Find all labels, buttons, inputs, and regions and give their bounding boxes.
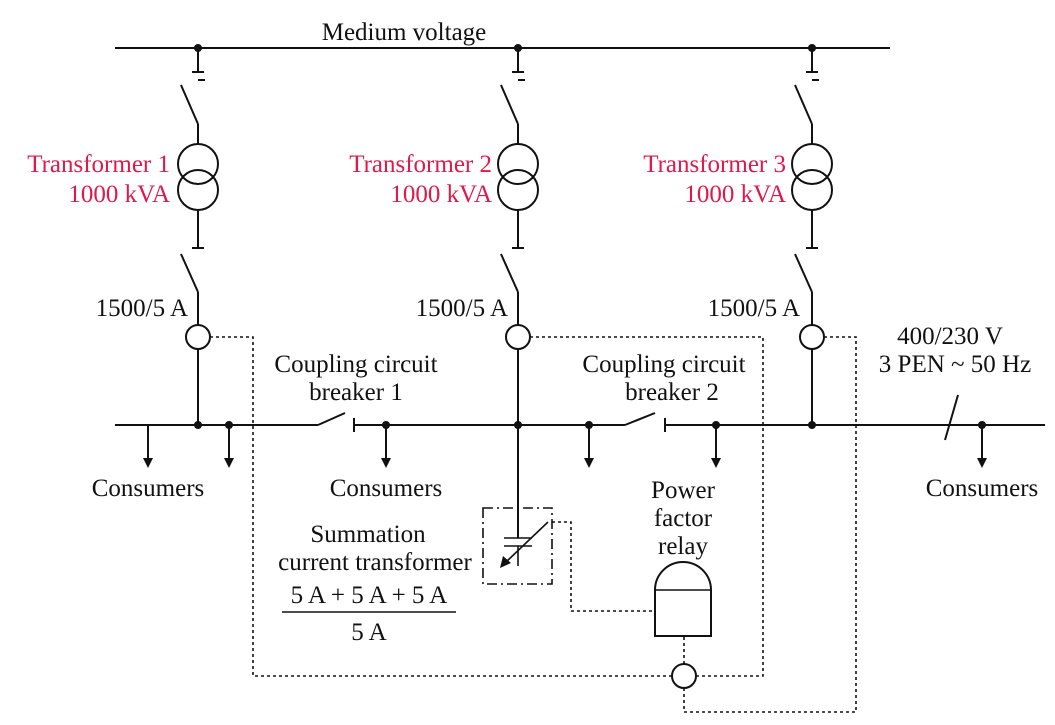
secondary-wiring (210, 336, 857, 713)
transformer-3-name: Transformer 3 (643, 151, 786, 178)
consumers-label-3: Consumers (926, 475, 1039, 502)
transformer-3-rating: 1000 kVA (684, 181, 786, 208)
coupling-breaker-2-label-line2: breaker 2 (625, 379, 719, 406)
consumer-arrows (143, 425, 987, 468)
transformer-2-symbol (497, 143, 539, 211)
relay-label-line1: Power (651, 477, 716, 504)
coupling-breaker-1-label-line1: Coupling circuit (274, 351, 437, 378)
feeder-1 (177, 48, 219, 425)
relay-current-transformer (671, 663, 697, 689)
transformer-2-name: Transformer 2 (349, 151, 492, 178)
transformer-2-rating: 1000 kVA (390, 181, 492, 208)
current-transformer-3 (799, 324, 825, 350)
coupling-breaker-2-label-line1: Coupling circuit (582, 351, 745, 378)
low-voltage-label-line2: 3 PEN ~ 50 Hz (879, 351, 1031, 378)
summation-ct-label-line1: Summation (310, 521, 426, 548)
consumers-label-1: Consumers (92, 475, 205, 502)
power-factor-relay-symbol (654, 561, 712, 637)
ct-3-ratio: 1500/5 A (708, 295, 800, 322)
transformer-1-name: Transformer 1 (27, 151, 170, 178)
summation-current-transformer-symbol (482, 425, 553, 585)
ct-2-ratio: 1500/5 A (416, 295, 508, 322)
summation-ct-numerator: 5 A + 5 A + 5 A (291, 582, 448, 609)
relay-label-line2: factor (654, 505, 713, 532)
summation-ct-denominator: 5 A (351, 619, 386, 646)
ct-1-ratio: 1500/5 A (96, 295, 188, 322)
medium-voltage-label: Medium voltage (322, 19, 487, 46)
relay-label-line3: relay (658, 533, 708, 560)
low-voltage-busbar (115, 394, 1045, 441)
transformer-1-rating: 1000 kVA (68, 181, 170, 208)
current-transformer-1 (185, 324, 211, 350)
transformer-3-symbol (791, 143, 833, 211)
current-transformer-2 (505, 324, 531, 350)
medium-voltage-busbar (115, 44, 890, 52)
low-voltage-label-line1: 400/230 V (897, 323, 1003, 350)
feeder-2 (497, 48, 539, 425)
coupling-breaker-1-label-line2: breaker 1 (309, 379, 403, 406)
transformer-1-symbol (177, 143, 219, 211)
feeder-3 (791, 48, 833, 425)
consumers-label-2: Consumers (330, 475, 443, 502)
summation-ct-label-line2: current transformer (278, 549, 472, 576)
